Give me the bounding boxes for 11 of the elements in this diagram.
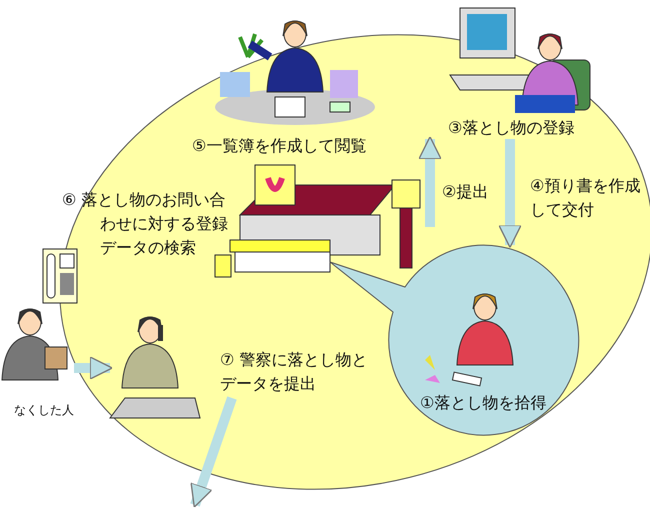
arrow bbox=[418, 136, 442, 227]
arrow bbox=[190, 396, 237, 508]
node-label: ①落とし物を拾得 bbox=[420, 393, 546, 414]
node-label: なくした人 bbox=[14, 402, 74, 419]
arrow bbox=[74, 356, 113, 380]
node-label: ⑦ 警察に落とし物とデータを提出 bbox=[220, 349, 368, 395]
node-label: ③落とし物の登録 bbox=[448, 118, 574, 139]
edge-label: ④預り書を作成して交付 bbox=[530, 175, 642, 221]
node-label: ⑤一覧簿を作成して閲覧 bbox=[192, 136, 366, 157]
edge-label: ②提出 bbox=[442, 182, 488, 203]
arrow bbox=[498, 139, 522, 248]
